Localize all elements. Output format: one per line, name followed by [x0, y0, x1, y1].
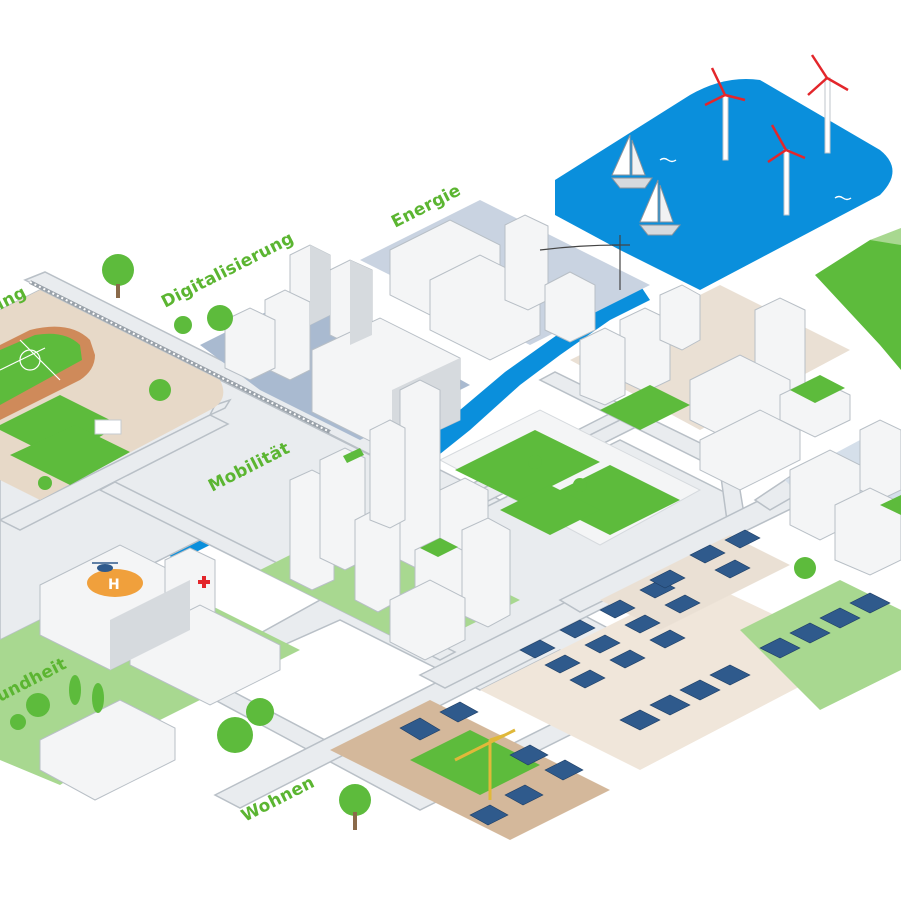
crane-icon	[454, 728, 516, 800]
residential-blocks-right	[570, 284, 851, 491]
offshore-sea	[555, 79, 893, 290]
energie-district	[360, 200, 650, 361]
mobilitaet-district	[260, 379, 520, 661]
wind-turbine-icon	[704, 54, 849, 216]
housing-estate-right	[480, 535, 901, 770]
wohnen-district	[330, 700, 610, 840]
helicopter-icon	[92, 562, 118, 572]
tree-icon	[10, 254, 816, 830]
sport-district	[0, 290, 224, 500]
sailboat-icon	[610, 134, 682, 236]
hill-park	[815, 230, 901, 370]
hospital-cross-icon	[198, 576, 210, 588]
svg-text:H: H	[108, 577, 120, 593]
heliport	[87, 569, 143, 597]
right-edge-blocks	[785, 419, 901, 576]
gesundheit-district: H	[0, 544, 300, 801]
house-roofs	[399, 529, 891, 826]
